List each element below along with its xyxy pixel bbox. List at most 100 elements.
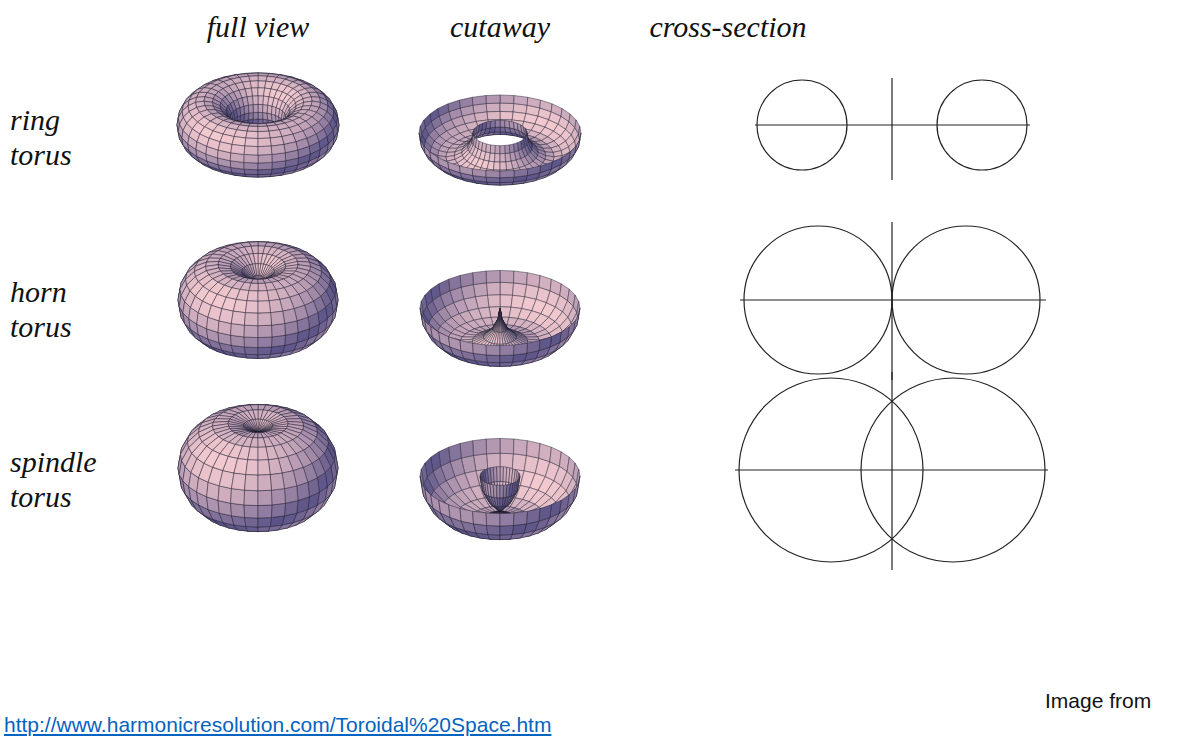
mesh-facet — [460, 273, 473, 287]
mesh-facet — [251, 279, 258, 283]
mesh-facet — [233, 299, 247, 312]
mesh-facet — [284, 142, 298, 153]
mesh-facet — [258, 131, 270, 138]
mesh-facet — [551, 104, 562, 116]
mesh-facet — [489, 153, 495, 162]
mesh-facet — [438, 157, 449, 169]
mesh-facet — [272, 335, 286, 347]
mesh-facet — [247, 126, 258, 131]
mesh-facet — [258, 301, 271, 313]
mesh-facet — [204, 101, 213, 106]
mesh-facet — [500, 95, 514, 104]
mesh-facet — [486, 177, 500, 182]
mesh-facet — [244, 347, 258, 355]
mesh-facet — [439, 279, 450, 295]
mesh-facet — [269, 299, 283, 312]
mesh-facet — [500, 282, 514, 295]
mesh-facet — [578, 126, 581, 140]
mesh-facet — [486, 95, 500, 104]
mesh-facet — [561, 109, 570, 122]
mesh-facet — [527, 166, 540, 176]
mesh-facet — [505, 121, 510, 128]
mesh-facet — [460, 97, 473, 108]
mesh-facet — [245, 301, 258, 313]
mesh-facet — [271, 311, 285, 325]
mesh-facet — [487, 295, 500, 307]
mesh-facet — [486, 144, 491, 153]
mesh-facet — [236, 290, 249, 301]
mesh-facet — [561, 152, 570, 164]
mesh-facet — [524, 334, 538, 337]
mesh-facet — [272, 324, 286, 337]
mesh-facet — [527, 97, 540, 108]
mesh-facet — [258, 337, 272, 348]
mesh-facet — [258, 154, 272, 163]
mesh-facet — [244, 313, 258, 326]
mesh-facet — [218, 142, 232, 153]
mesh-facet — [258, 96, 264, 105]
mesh-facet — [486, 103, 500, 112]
mesh-facet — [263, 113, 268, 120]
mesh-facet — [540, 162, 552, 173]
mesh-facet — [500, 153, 506, 162]
mesh-facet — [271, 144, 285, 154]
mesh-facet — [258, 162, 272, 169]
mesh-facet — [473, 271, 487, 284]
mesh-facet — [487, 111, 500, 120]
mesh-facet — [495, 145, 500, 153]
mesh-facet — [448, 100, 460, 112]
torus-cutaway — [419, 95, 581, 185]
mesh-facet — [258, 126, 269, 131]
mesh-facet — [495, 120, 500, 127]
mesh-facet — [473, 283, 487, 297]
mesh-facet — [258, 313, 272, 326]
mesh-facet — [550, 279, 561, 295]
mesh-facet — [248, 105, 253, 114]
mesh-facet — [513, 283, 527, 297]
mesh-facet — [448, 162, 460, 173]
mesh-facet — [219, 268, 232, 271]
mesh-facet — [500, 295, 513, 307]
mesh-facet — [244, 154, 258, 163]
mesh-facet — [494, 127, 500, 132]
mesh-facet — [500, 162, 507, 170]
mesh-facet — [258, 283, 267, 291]
mesh-facet — [245, 138, 258, 147]
mesh-facet — [540, 100, 552, 112]
mesh-facet — [231, 324, 245, 337]
mesh-facet — [472, 96, 486, 106]
mesh-facet — [500, 145, 505, 153]
mesh-facet — [506, 161, 513, 170]
mesh-facet — [207, 138, 220, 150]
mesh-facet — [539, 275, 551, 290]
mesh-facet — [505, 145, 510, 154]
mesh-facet — [258, 291, 269, 302]
mesh-facet — [258, 279, 265, 283]
mesh-facet — [486, 170, 500, 177]
mesh-facet — [253, 112, 258, 119]
mesh-facet — [258, 104, 263, 112]
mesh-facet — [500, 127, 506, 132]
mesh-facet — [486, 270, 500, 282]
mesh-facet — [500, 111, 513, 120]
mesh-facet — [551, 157, 562, 169]
mesh-facet — [500, 120, 505, 127]
mesh-facet — [493, 162, 500, 170]
mesh-facet — [231, 144, 245, 154]
mesh-facet — [258, 347, 272, 355]
mesh-facet — [258, 112, 263, 119]
mesh-facet — [449, 275, 461, 290]
mesh-facet — [253, 104, 258, 112]
mesh-facet — [490, 121, 495, 128]
torus-full-view — [177, 73, 339, 177]
mesh-facet — [284, 268, 297, 271]
mesh-facet — [252, 96, 258, 105]
mesh-facet — [296, 138, 309, 150]
mesh-facet — [283, 309, 297, 324]
mesh-facet — [267, 290, 280, 301]
mesh-facet — [527, 273, 540, 287]
mesh-facet — [460, 166, 473, 176]
torus-cutaway — [420, 270, 580, 366]
mesh-facet — [509, 144, 514, 153]
